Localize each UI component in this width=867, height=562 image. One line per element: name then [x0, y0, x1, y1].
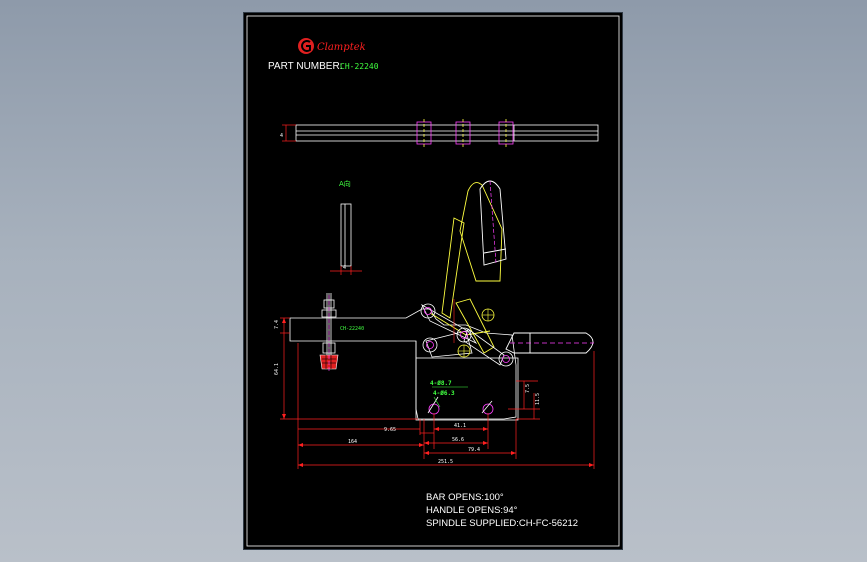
- handle-axis-open: [489, 180, 497, 264]
- note-handle-opens: HANDLE OPENS:94°: [426, 505, 518, 516]
- side-dimension: [330, 266, 362, 275]
- dimension-texts: 64.1 7.4 7.5 11.5 9.65 41.1 56.6 79.4 16…: [274, 320, 541, 465]
- note-bar-opens: BAR OPENS:100°: [426, 492, 504, 503]
- dim-d1: 9.65: [384, 427, 396, 433]
- side-dim-text: 4: [343, 265, 346, 271]
- dim-total: 251.5: [438, 459, 453, 465]
- dim-height-top: 7.4: [274, 320, 280, 329]
- open-position-linkage: [429, 182, 503, 354]
- top-thickness-dimension: [282, 124, 296, 142]
- hole-leader-b: [433, 396, 441, 408]
- dim-d3: 56.6: [452, 437, 464, 443]
- dimension-lines: [280, 317, 595, 469]
- part-number-value: CH-22240: [340, 62, 379, 71]
- dim-d2: 41.1: [454, 423, 466, 429]
- side-view: [340, 203, 352, 267]
- top-thickness-text: 4: [280, 133, 283, 139]
- side-view-label: A向: [339, 179, 351, 188]
- pivot-crosshairs: [458, 309, 494, 357]
- dim-d5: 164: [348, 439, 357, 445]
- top-view: [295, 119, 599, 147]
- dim-d4: 79.4: [468, 447, 480, 453]
- dim-height-left: 64.1: [274, 363, 280, 375]
- dim-right-lower: 11.5: [535, 393, 541, 405]
- drawing-sheet: Clamptek PART NUMBER: CH-22240 4 A向 4: [244, 13, 622, 549]
- brand-logo: Clamptek: [298, 38, 366, 54]
- handle-grip-open: [479, 180, 507, 266]
- mounting-holes: [427, 396, 494, 415]
- body-tag: CH-22240: [340, 326, 364, 332]
- sheet-frame: [246, 15, 620, 547]
- dim-right-upper: 7.5: [525, 384, 531, 393]
- brand-name: Clamptek: [317, 42, 366, 53]
- dimension-arrows: [282, 318, 594, 467]
- part-number-label: PART NUMBER:: [268, 61, 342, 72]
- hole-callout-a: 4-Ø8.7: [430, 380, 452, 387]
- hole-callout-b: 4-Ø6.3: [433, 390, 455, 397]
- spec-notes: BAR OPENS:100° HANDLE OPENS:94° SPINDLE …: [426, 492, 578, 529]
- note-spindle: SPINDLE SUPPLIED:CH-FC-56212: [426, 518, 578, 529]
- drawing-canvas: Clamptek PART NUMBER: CH-22240 4 A向 4: [246, 15, 620, 547]
- clamp-body: [289, 308, 519, 421]
